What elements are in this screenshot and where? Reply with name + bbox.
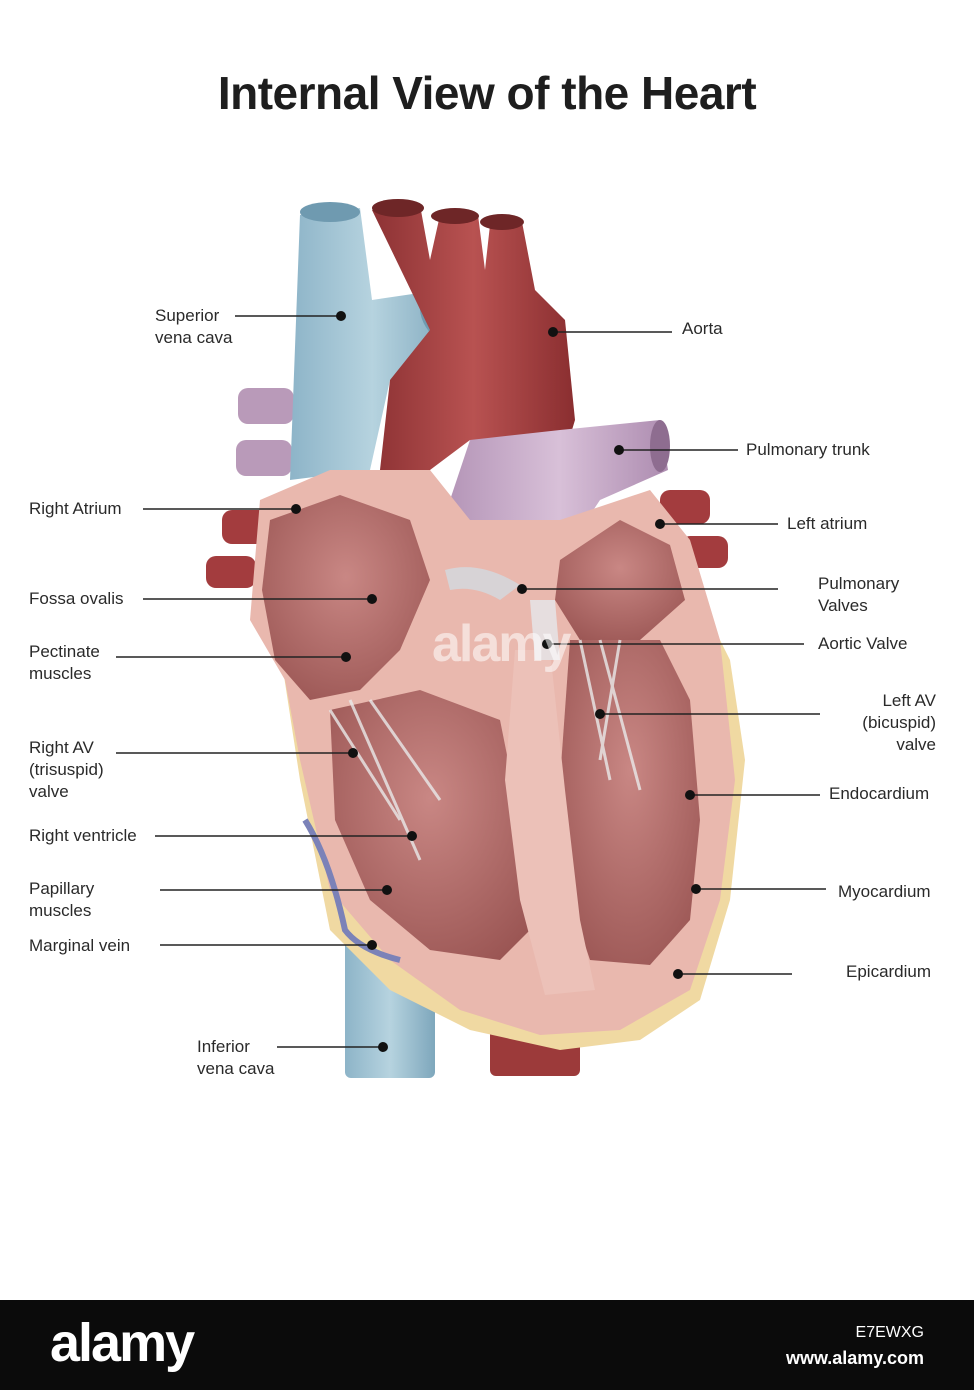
label-left-av-valve: Left AV(bicuspid)valve — [862, 691, 936, 754]
watermark-text: alamy — [432, 615, 571, 673]
marginal-vein-shape — [302, 818, 401, 963]
label-aortic-valve: Aortic Valve — [818, 634, 908, 653]
label-right-ventricle: Right ventricle — [29, 826, 137, 845]
label-right-av-valve: Right AV(trisuspid)valve — [29, 738, 104, 801]
leader-lines — [116, 315, 826, 1048]
footer-url: www.alamy.com — [785, 1348, 924, 1368]
pulmonary-veins-right — [236, 388, 294, 476]
alamy-logo: alamy — [50, 1313, 195, 1373]
label-right-atrium: Right Atrium — [29, 499, 122, 518]
right-ventricle-chamber — [330, 690, 530, 960]
left-atrium-chamber — [555, 520, 685, 640]
interventricular-septum — [505, 650, 595, 995]
aortic-valve-shape — [530, 600, 560, 660]
label-aorta: Aorta — [682, 319, 723, 338]
label-endocardium: Endocardium — [829, 784, 930, 803]
leader-dots — [291, 311, 701, 1052]
aorta-shape — [372, 205, 575, 470]
left-ventricle-chamber — [560, 640, 700, 965]
right-atrium-chamber — [262, 495, 430, 700]
heart-illustration — [116, 199, 826, 1078]
label-left-atrium: Left atrium — [787, 514, 868, 533]
superior-vena-cava-shape — [290, 208, 455, 480]
label-epicardium: Epicardium — [846, 962, 932, 981]
label-pulmonary-trunk: Pulmonary trunk — [746, 440, 870, 459]
label-fossa-ovalis: Fossa ovalis — [29, 589, 124, 608]
label-myocardium: Myocardium — [838, 882, 931, 901]
pulmonary-valve-shape — [445, 567, 520, 600]
chordae-tendineae — [328, 639, 642, 861]
image-code: E7EWXG — [855, 1324, 924, 1341]
label-marginal-vein: Marginal vein — [29, 936, 131, 955]
footer-bar: alamy E7EWXG www.alamy.com — [0, 1300, 974, 1390]
page-title: Internal View of the Heart — [217, 67, 757, 119]
